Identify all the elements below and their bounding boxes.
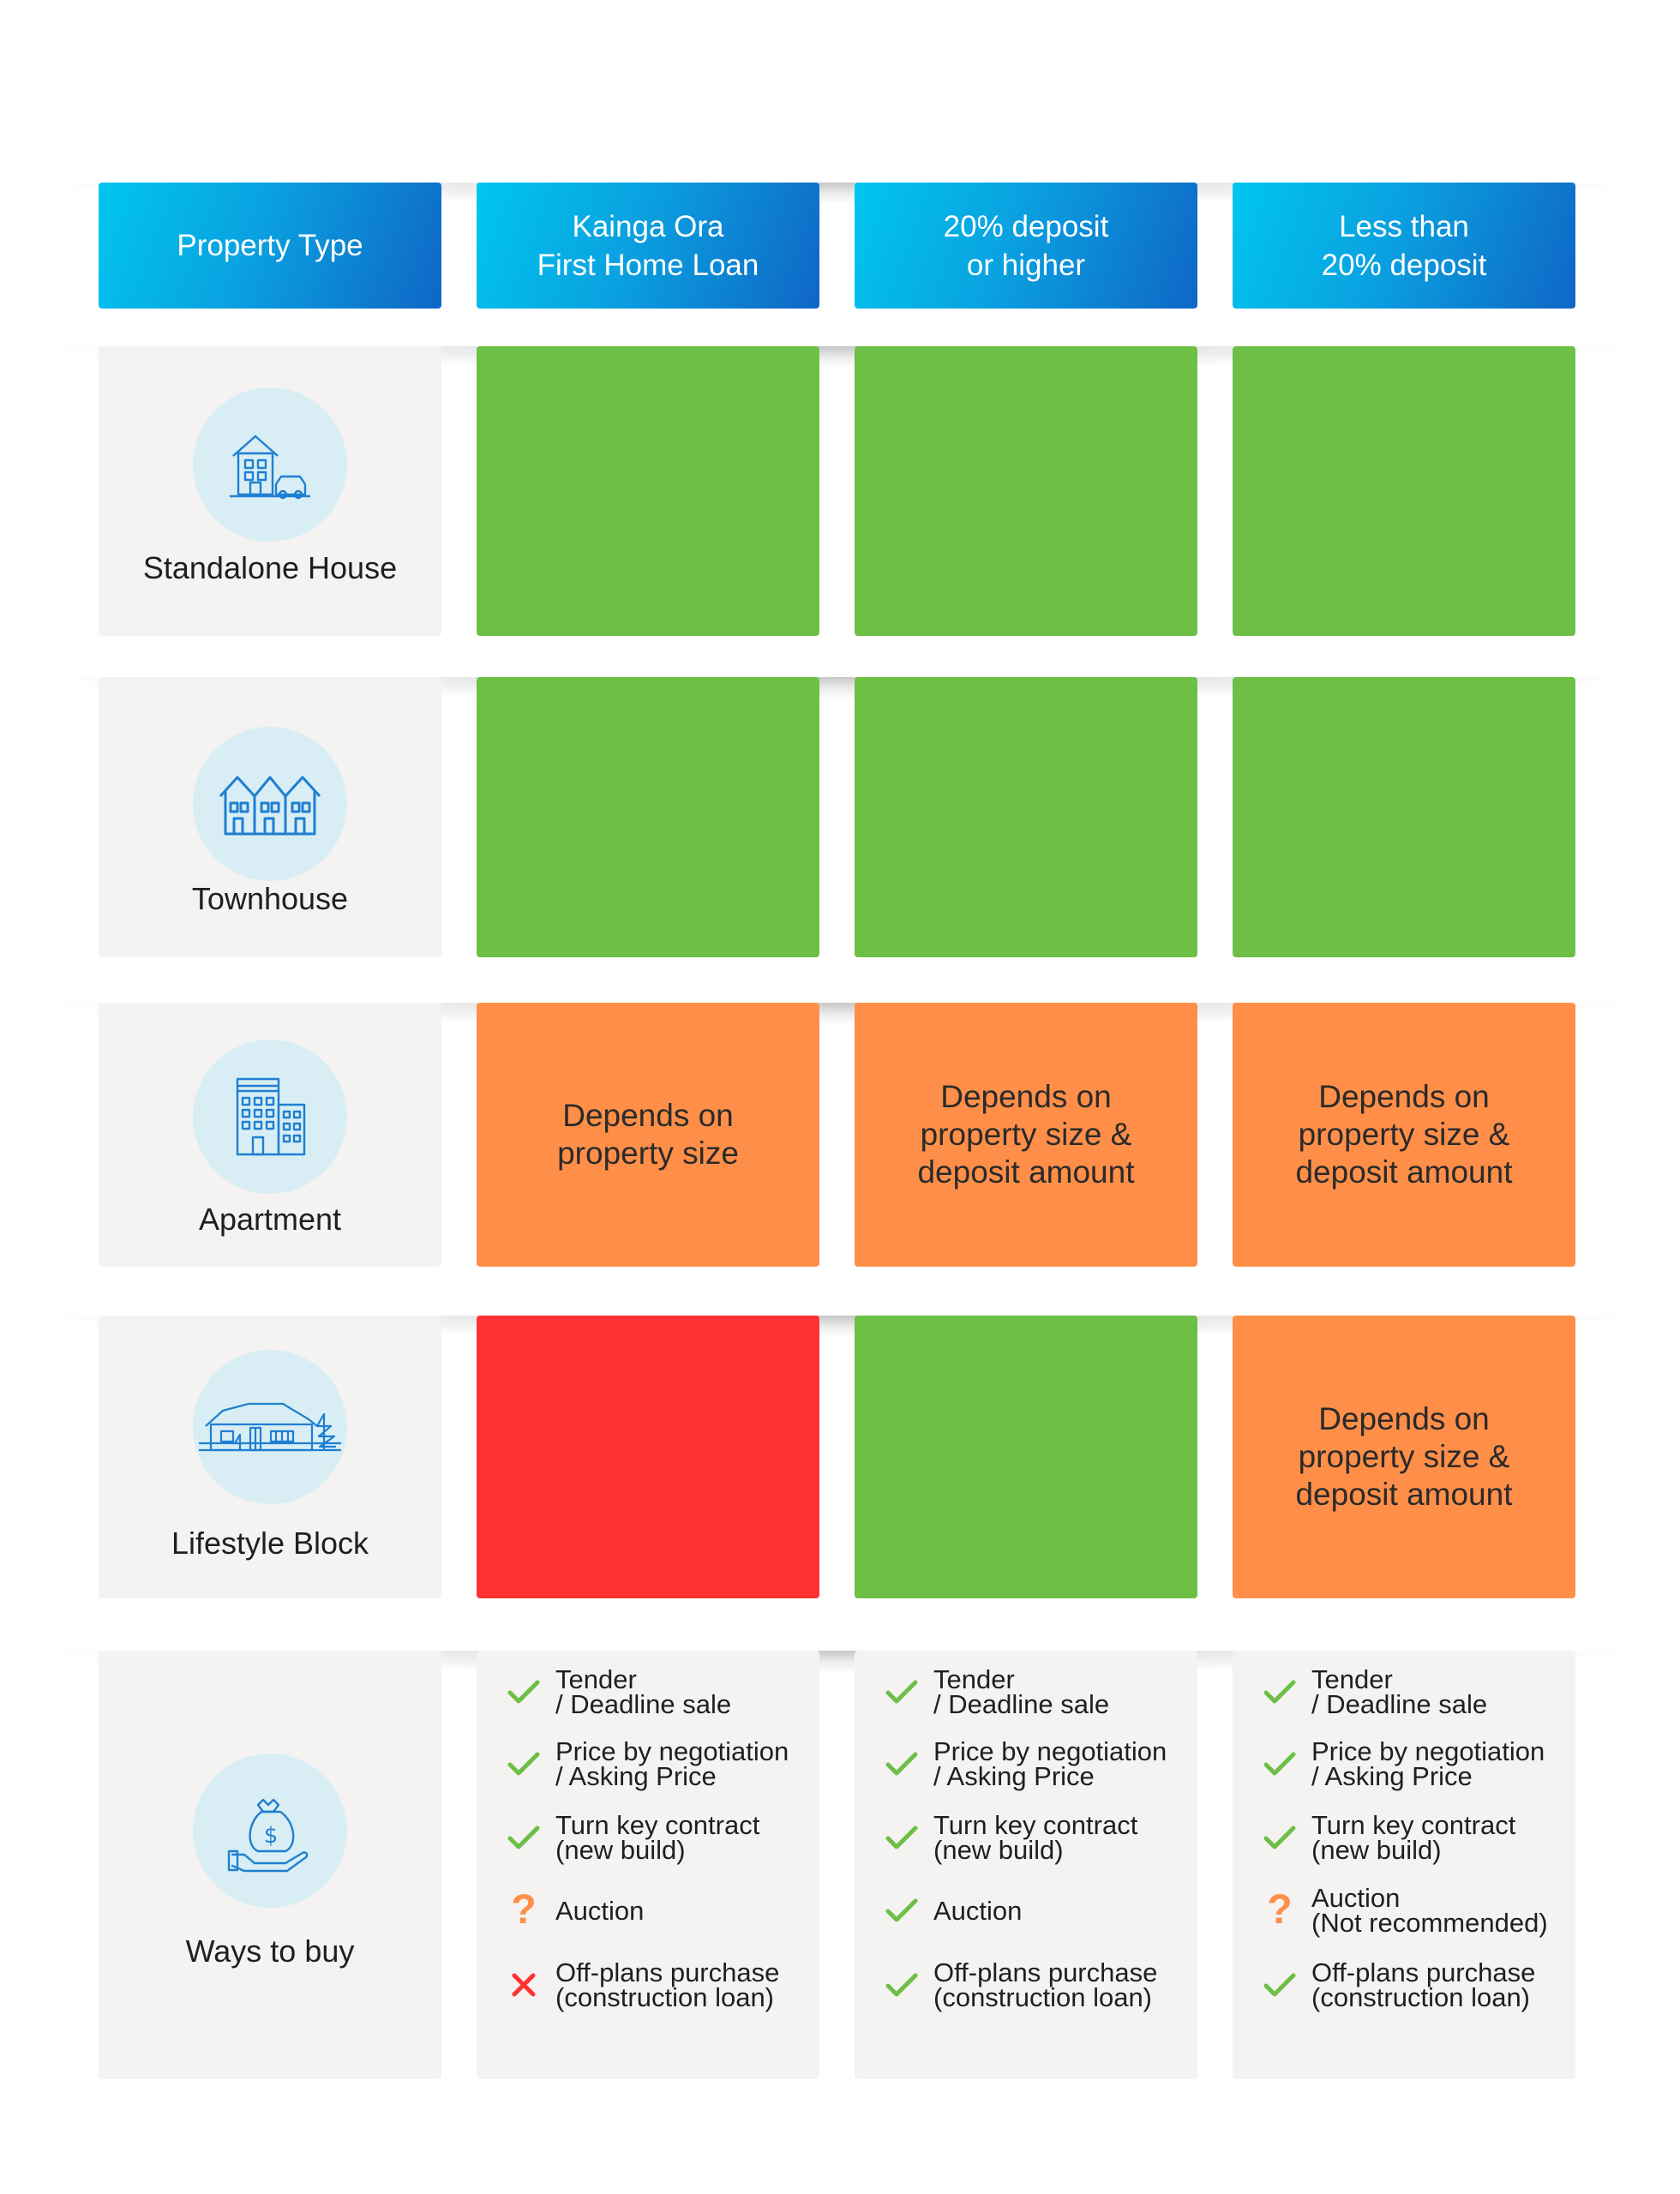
row-label-townhouse: Townhouse	[99, 677, 441, 957]
question-mark-icon: ?	[511, 1887, 537, 1933]
header-kainga-ora: Kainga Ora First Home Loan	[477, 183, 819, 309]
cell-townhouse-kainga-ora	[477, 677, 819, 957]
check-icon	[880, 1955, 923, 2015]
cell-standalone-kainga-ora	[477, 346, 819, 636]
header-less-than-20-deposit: Less than 20% deposit	[1233, 183, 1575, 309]
cell-townhouse-less-than-20	[1233, 677, 1575, 957]
way-to-buy-item: Price by negotiation / Asking Price	[855, 1734, 1197, 1794]
way-to-buy-item: Off-plans purchase (construction loan)	[1233, 1955, 1575, 2015]
row-label-lifestyle-block: Lifestyle Block	[99, 1316, 441, 1598]
check-icon	[880, 1807, 923, 1867]
cell-apartment-20-or-higher: Depends on property size & deposit amoun…	[855, 1003, 1197, 1267]
way-to-buy-item: ? Auction (Not recommended)	[1233, 1880, 1575, 1940]
row-label-standalone-house: Standalone House	[99, 346, 441, 636]
way-to-buy-item: Turn key contract (new build)	[477, 1807, 819, 1867]
cell-apartment-kainga-ora: Depends on property size	[477, 1003, 819, 1267]
way-to-buy-text: Price by negotiation / Asking Price	[555, 1736, 789, 1791]
check-icon	[1258, 1662, 1301, 1722]
way-to-buy-text: Tender / Deadline sale	[933, 1664, 1110, 1719]
check-icon	[502, 1662, 545, 1722]
row-label-apartment: Apartment	[99, 1003, 441, 1267]
cell-standalone-20-or-higher	[855, 346, 1197, 636]
check-icon	[502, 1734, 545, 1794]
cell-lifestyle-less-than-20: Depends on property size & deposit amoun…	[1233, 1316, 1575, 1598]
header-20-deposit-or-higher: 20% deposit or higher	[855, 183, 1197, 309]
way-to-buy-item: Price by negotiation / Asking Price	[477, 1734, 819, 1794]
header-property-type: Property Type	[99, 183, 441, 309]
way-to-buy-item: Off-plans purchase (construction loan)	[477, 1955, 819, 2015]
cell-townhouse-20-or-higher	[855, 677, 1197, 957]
way-to-buy-text: Turn key contract (new build)	[1311, 1810, 1516, 1865]
check-icon	[880, 1662, 923, 1722]
cell-lifestyle-20-or-higher	[855, 1316, 1197, 1598]
cell-lifestyle-kainga-ora	[477, 1316, 819, 1598]
way-to-buy-text: Turn key contract (new build)	[933, 1810, 1138, 1865]
row-label-ways-to-buy: $ Ways to buy	[99, 1651, 441, 2079]
way-to-buy-text: Auction	[933, 1895, 1023, 1926]
way-to-buy-text: Price by negotiation / Asking Price	[933, 1736, 1167, 1791]
way-to-buy-text: Tender / Deadline sale	[555, 1664, 732, 1719]
check-icon	[1258, 1734, 1301, 1794]
farmhouse-with-trees-icon	[193, 1350, 347, 1504]
way-to-buy-item: Auction	[855, 1880, 1197, 1940]
way-to-buy-text: Auction (Not recommended)	[1311, 1883, 1548, 1938]
cell-standalone-less-than-20	[1233, 346, 1575, 636]
way-to-buy-item: Tender / Deadline sale	[1233, 1662, 1575, 1722]
cross-icon	[502, 1955, 545, 2015]
row-label-text: Lifestyle Block	[171, 1526, 369, 1561]
way-to-buy-text: Off-plans purchase (construction loan)	[933, 1957, 1158, 2012]
way-to-buy-item: ? Auction	[477, 1880, 819, 1940]
townhouses-icon	[193, 727, 347, 881]
row-label-text: Townhouse	[191, 881, 349, 916]
way-to-buy-text: Off-plans purchase (construction loan)	[1311, 1957, 1536, 2012]
way-to-buy-item: Turn key contract (new build)	[1233, 1807, 1575, 1867]
svg-text:$: $	[264, 1823, 279, 1849]
way-to-buy-text: Price by negotiation / Asking Price	[1311, 1736, 1545, 1791]
check-icon	[880, 1734, 923, 1794]
money-bag-hand-icon: $	[193, 1753, 347, 1908]
check-icon	[502, 1807, 545, 1867]
row-label-text: Apartment	[198, 1202, 342, 1237]
row-label-text: Ways to buy	[185, 1933, 355, 1969]
check-icon	[880, 1880, 923, 1940]
way-to-buy-item: Off-plans purchase (construction loan)	[855, 1955, 1197, 2015]
row-label-text: Standalone House	[142, 550, 398, 585]
way-to-buy-item: Tender / Deadline sale	[477, 1662, 819, 1722]
way-to-buy-item: Turn key contract (new build)	[855, 1807, 1197, 1867]
check-icon	[1258, 1807, 1301, 1867]
way-to-buy-text: Off-plans purchase (construction loan)	[555, 1957, 780, 2012]
way-to-buy-item: Tender / Deadline sale	[855, 1662, 1197, 1722]
way-to-buy-item: Price by negotiation / Asking Price	[1233, 1734, 1575, 1794]
way-to-buy-text: Turn key contract (new build)	[555, 1810, 760, 1865]
way-to-buy-text: Auction	[555, 1895, 645, 1926]
question-mark-icon: ?	[1267, 1887, 1293, 1933]
house-with-car-icon	[193, 387, 347, 542]
check-icon	[1258, 1955, 1301, 2015]
apartment-building-icon	[193, 1040, 347, 1194]
cell-apartment-less-than-20: Depends on property size & deposit amoun…	[1233, 1003, 1575, 1267]
way-to-buy-text: Tender / Deadline sale	[1311, 1664, 1488, 1719]
